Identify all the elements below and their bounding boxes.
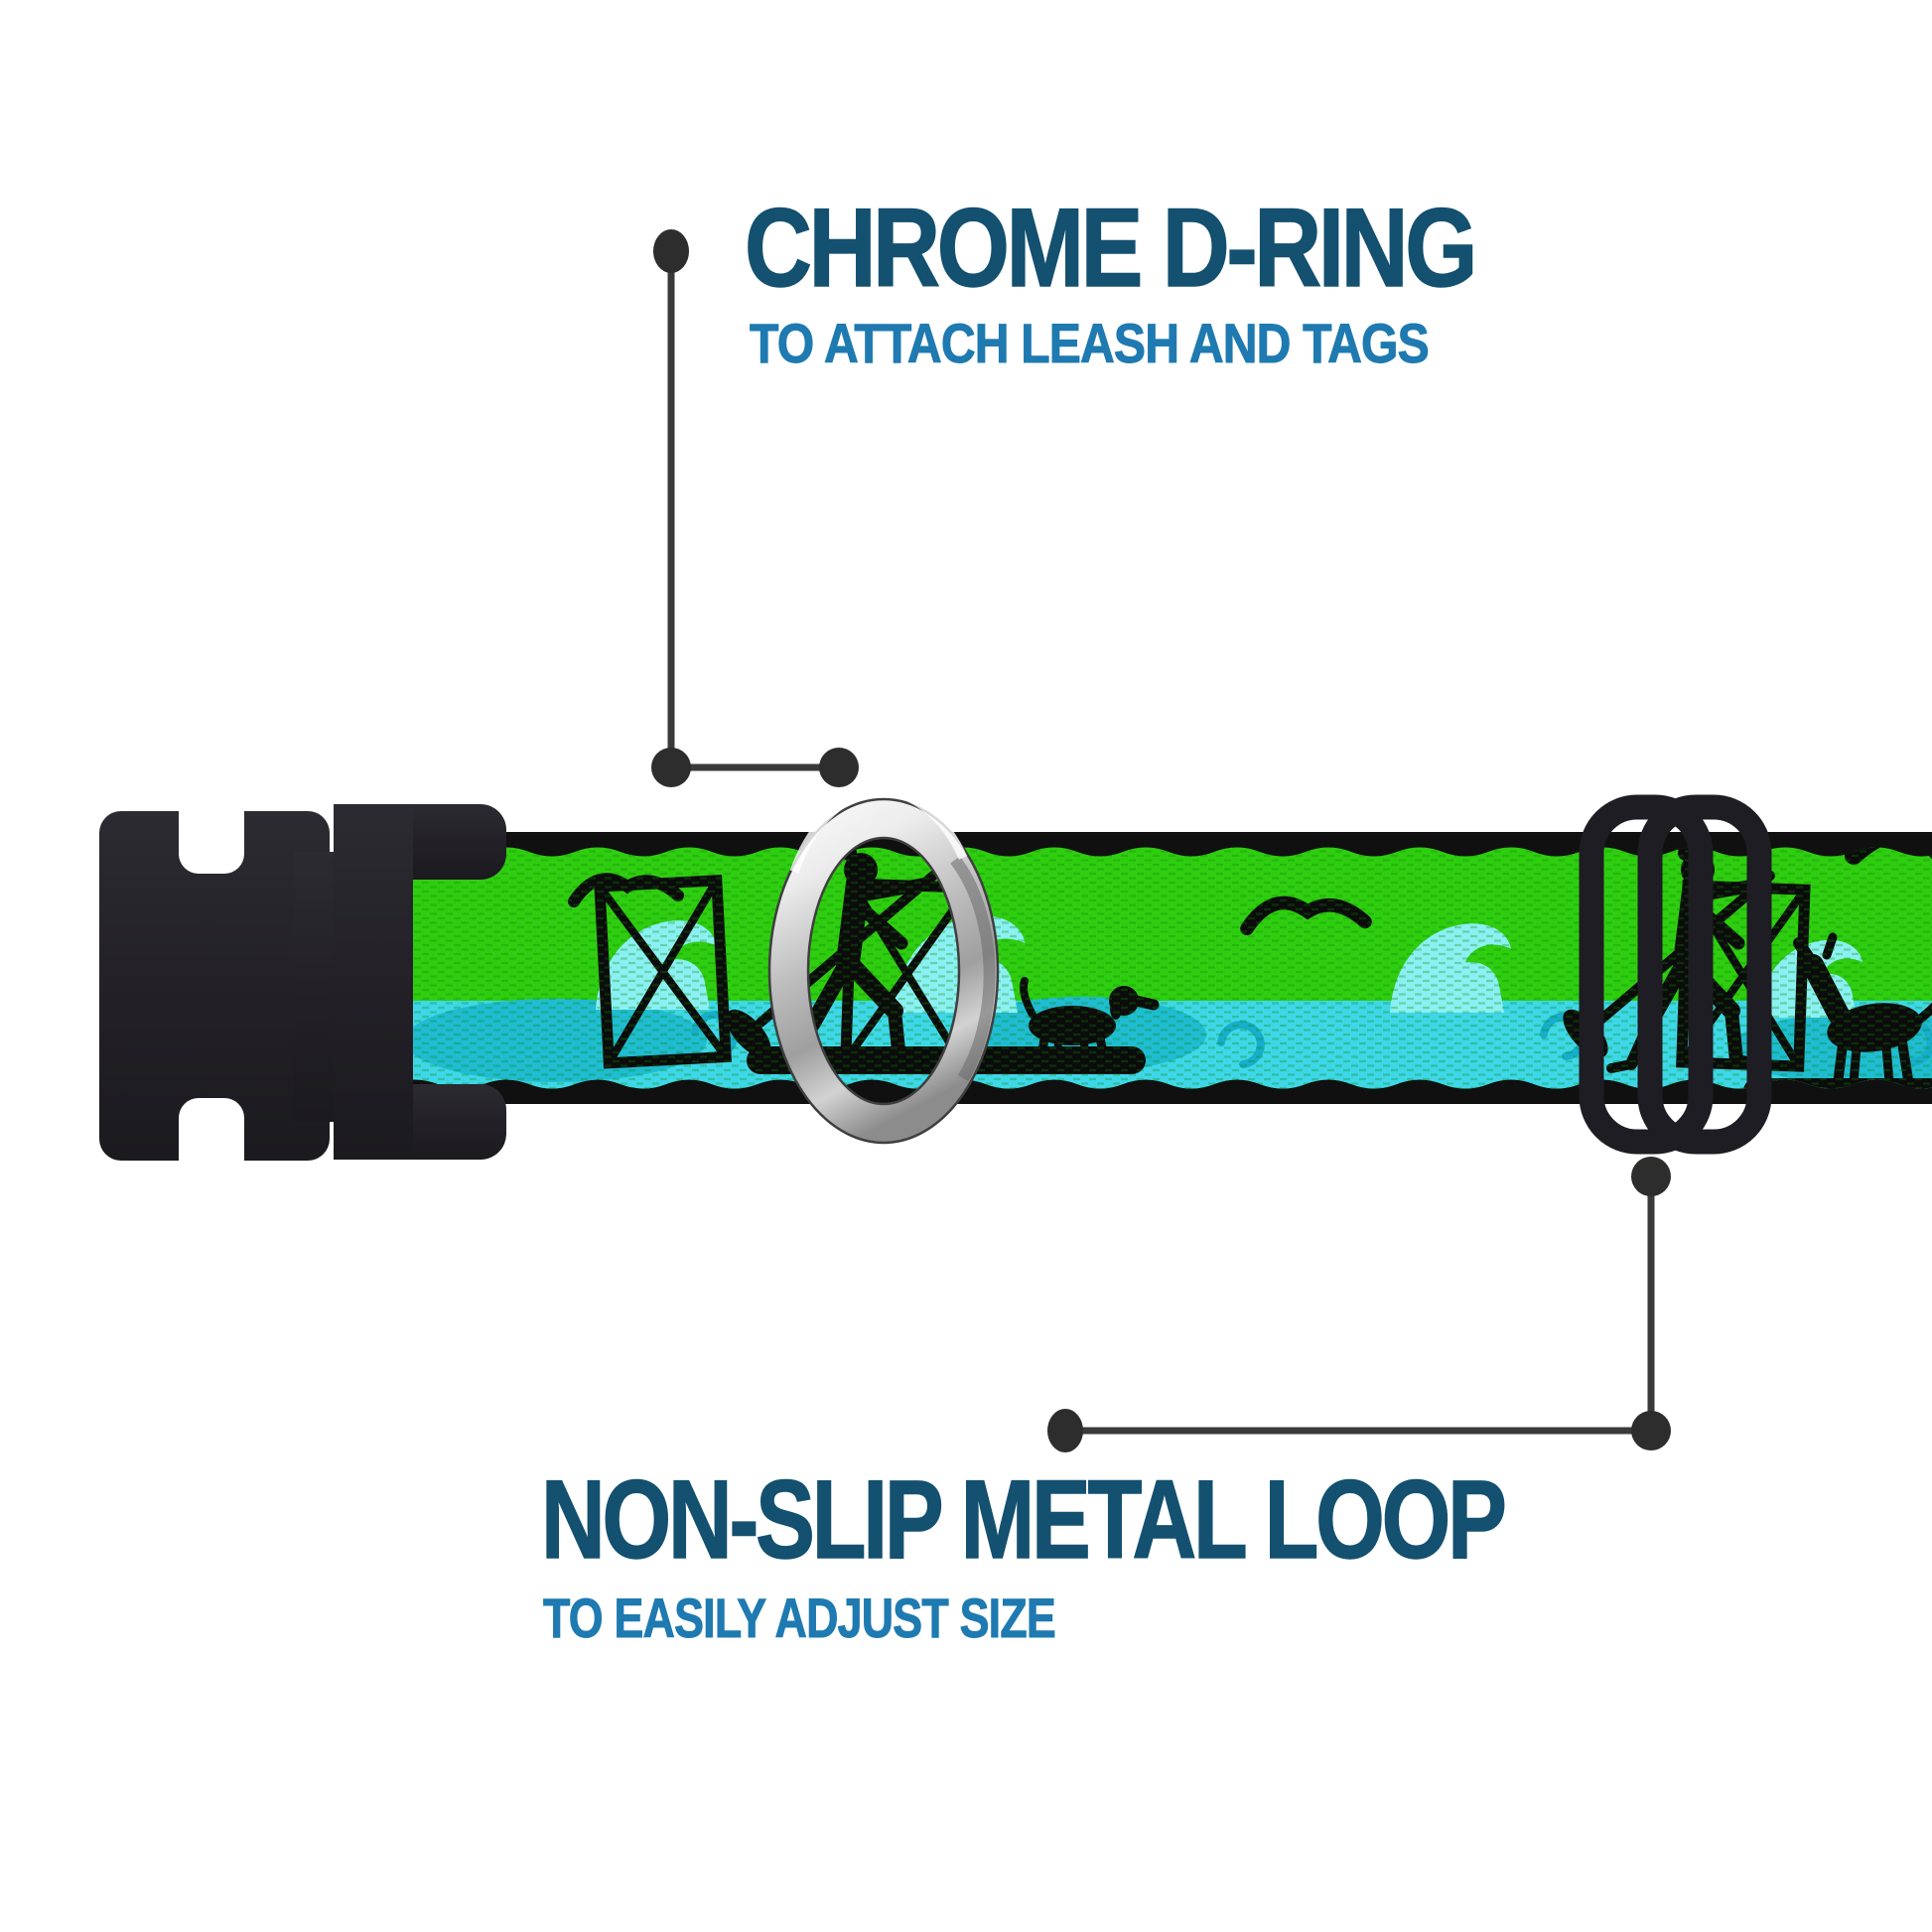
metal-loop-callout-leader	[1047, 1157, 1671, 1452]
leader-dot	[819, 748, 859, 787]
d-ring-callout-leader	[651, 229, 859, 787]
d-ring-icon	[767, 786, 1000, 1145]
triglide-loop-icon	[1579, 794, 1772, 1155]
leader-dot	[1047, 1409, 1083, 1452]
metal-loop-callout-title: NON-SLIP METAL LOOP	[540, 1457, 1507, 1582]
metal-loop-callout-subtitle: TO EASILY ADJUST SIZE	[543, 1587, 1057, 1649]
d-ring-callout-subtitle: TO ATTACH LEASH AND TAGS	[750, 312, 1431, 374]
leader-dot	[651, 748, 691, 787]
leader-dot	[653, 229, 689, 273]
buckle-icon	[99, 784, 506, 1187]
d-ring-callout-title: CHROME D-RING	[744, 186, 1478, 310]
leader-dot	[1631, 1411, 1671, 1450]
leader-dot	[1631, 1157, 1671, 1196]
webbing-weave-texture	[392, 847, 1932, 1089]
